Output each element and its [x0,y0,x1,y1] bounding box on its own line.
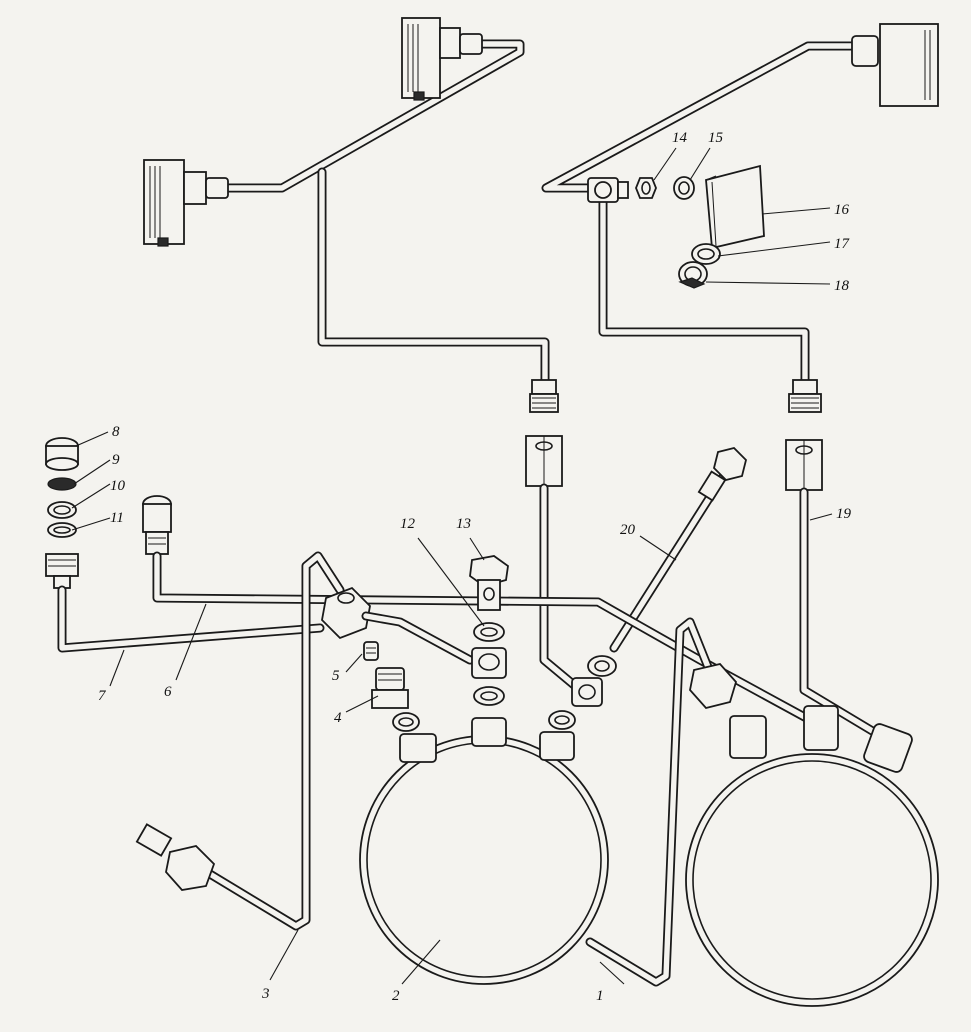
upper-right-pipe-assembly [541,41,860,387]
filter-9 [47,477,77,491]
washer-15 [673,176,695,200]
label-3: 3 [261,986,270,1002]
label-1: 1 [596,988,604,1004]
leader-lines [71,147,833,985]
fitting-4 [371,667,420,732]
plug-5 [363,641,379,661]
drain-fitting-left [45,553,79,589]
part-number-labels: 1 2 3 4 5 6 7 8 9 10 11 12 13 14 15 16 1… [98,130,852,1004]
label-2: 2 [392,988,400,1004]
union-fitting-right [788,379,822,413]
label-19: 19 [836,506,852,522]
valve-fitting [142,495,172,555]
bracket-block-16 [705,164,765,250]
pipe-to-tank2-right [539,483,585,695]
label-6: 6 [164,684,172,700]
bolt-13 [469,555,509,611]
washer-10 [47,501,77,519]
tank-right [685,705,939,1007]
washer-12 [473,622,505,642]
label-10: 10 [110,478,126,494]
label-11: 11 [110,510,124,526]
brake-chamber-right-top [851,23,939,107]
banjo-fitting [471,647,507,679]
pipe-nut-right [785,439,823,491]
label-5: 5 [332,668,340,684]
pipe-1-nut [689,663,738,710]
pipe-nut-left [525,435,563,487]
washer-11 [47,522,77,538]
label-15: 15 [708,130,724,146]
tee-nut-center [321,586,371,640]
label-17: 17 [834,236,851,252]
label-16: 16 [834,202,850,218]
pipe-19 [799,487,889,743]
union-fitting-left [529,379,559,413]
pipe-3-end-nut [135,823,216,891]
label-4: 4 [334,710,342,726]
brake-chamber-top [401,17,483,101]
brake-chamber-left [143,159,229,247]
bolt-18 [678,261,708,289]
label-14: 14 [672,130,688,146]
pipe-3 [195,551,345,931]
label-20: 20 [620,522,636,538]
tank-2 [359,717,609,985]
label-8: 8 [112,424,120,440]
upper-left-pipe-assembly [200,39,550,387]
tee-fitting-upper-right [587,177,629,203]
label-7: 7 [98,688,107,704]
label-12: 12 [400,516,416,532]
label-13: 13 [456,516,471,532]
washers-right-center [548,655,617,730]
label-18: 18 [834,278,850,294]
cap-8 [45,437,79,471]
nut-14 [635,177,657,199]
washer-17 [691,243,721,265]
washer-lower-center [473,686,505,706]
label-9: 9 [112,452,120,468]
